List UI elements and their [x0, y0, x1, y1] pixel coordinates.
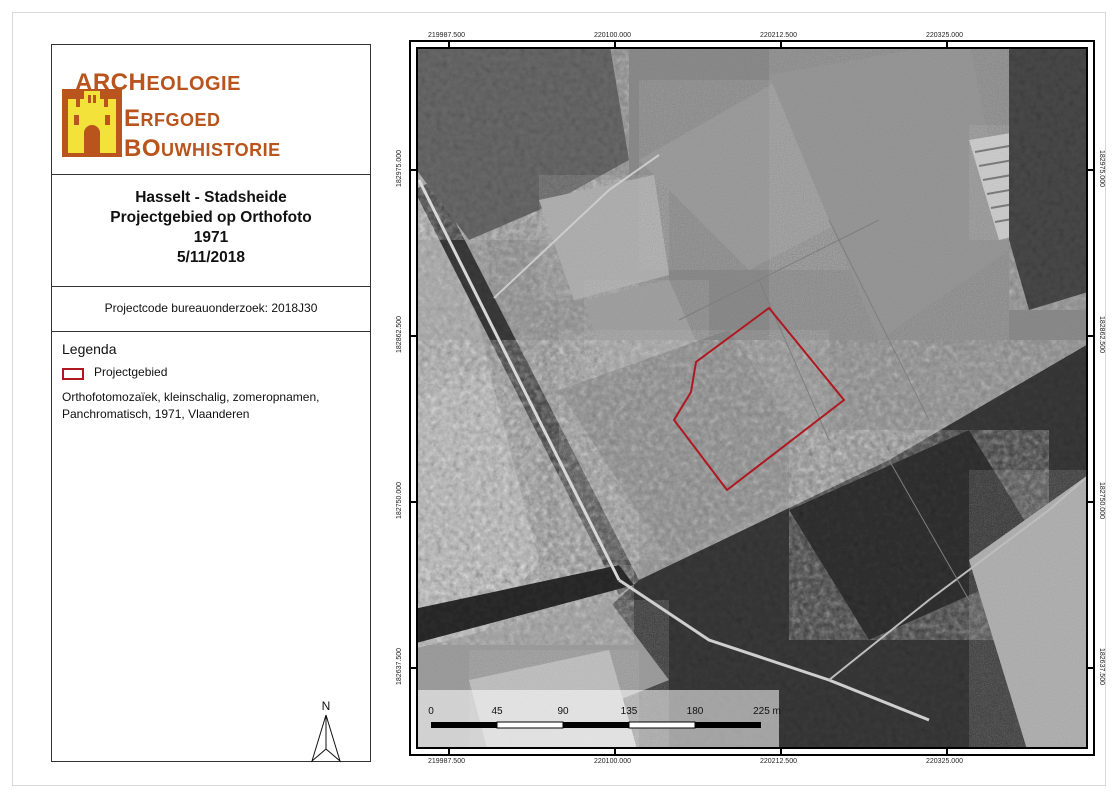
logo-section: ARCHEOLOGIE ERFGOED BOUWHISTORIE [52, 45, 370, 175]
road-track [493, 154, 660, 299]
coord-left-y3: 182750.000 [396, 482, 403, 519]
coord-left-y1: 182975.000 [396, 150, 403, 187]
map-area[interactable]: 0 45 90 135 180 225 m [409, 40, 1095, 756]
projectgebied-polygon [672, 306, 846, 492]
field-west-2 [417, 370, 539, 649]
coord-bottom-x4: 220325.000 [926, 758, 963, 765]
scalebar-label-45: 45 [491, 706, 503, 717]
project-code-section: Projectcode bureauonderzoek: 2018J30 [52, 286, 370, 332]
legend-swatch-projectgebied [62, 368, 84, 380]
coord-left-y4: 182637.500 [396, 648, 403, 685]
logo-line-archeologie: ARCHEOLOGIE [75, 69, 241, 96]
logo-line-erfgoed: ERFGOED [124, 105, 221, 132]
coord-bottom-x2: 220100.000 [594, 758, 631, 765]
coord-left-y2: 182862.500 [396, 316, 403, 353]
coord-right-y1: 182975.000 [1098, 150, 1105, 187]
scalebar-label-135: 135 [621, 706, 638, 717]
coord-top-x4: 220325.000 [926, 32, 963, 39]
coord-bottom-x3: 220212.500 [760, 758, 797, 765]
north-arrow-icon: N [311, 699, 341, 763]
coord-right-y2: 182862.500 [1098, 316, 1105, 353]
map-title-subject: Projectgebied op Orthofoto [110, 209, 312, 226]
coord-top-x1: 219987.500 [428, 32, 465, 39]
orthophoto-map: 0 45 90 135 180 225 m [409, 40, 1095, 756]
scalebar-label-180: 180 [687, 706, 704, 717]
project-code: Projectcode bureauonderzoek: 2018J30 [104, 301, 318, 315]
coord-top-x2: 220100.000 [594, 32, 631, 39]
scalebar: 0 45 90 135 180 225 m [417, 690, 781, 748]
village [417, 48, 629, 240]
road-lane [618, 578, 930, 722]
coord-right-y4: 182637.500 [1098, 648, 1105, 685]
logo-line-bouwhistorie: BOUWHISTORIE [124, 135, 281, 162]
tree-band-south [417, 565, 634, 643]
field-large-ne [769, 48, 1009, 340]
field-bright-1 [539, 175, 669, 300]
coord-right-y3: 182750.000 [1098, 482, 1105, 519]
scalebar-label-0: 0 [428, 706, 434, 717]
north-label: N [322, 699, 331, 713]
legend-item-projectgebied: Projectgebied [94, 365, 168, 379]
legend-basemap-description: Orthofotomozaïek, kleinschalig, zomeropn… [62, 390, 320, 421]
map-title-year: 1971 [193, 229, 229, 246]
woods-ne [1009, 48, 1087, 310]
legend-title: Legenda [62, 341, 117, 357]
coord-bottom-x1: 219987.500 [428, 758, 465, 765]
field-se [969, 475, 1087, 748]
scalebar-label-90: 90 [557, 706, 569, 717]
info-panel: ARCHEOLOGIE ERFGOED BOUWHISTORIE Hasselt… [51, 44, 371, 763]
road-east [828, 475, 1087, 681]
scalebar-label-225: 225 m [753, 706, 781, 717]
road-diagonal [417, 179, 621, 581]
title-section: Hasselt - Stadsheide Projectgebied op Or… [52, 174, 370, 287]
map-title-date: 5/11/2018 [176, 249, 246, 266]
coord-top-x3: 220212.500 [760, 32, 797, 39]
page-frame [12, 12, 1106, 786]
map-title-location: Hasselt - Stadsheide [135, 189, 287, 206]
castle-logo-icon [62, 89, 122, 157]
legend-section: Legenda Projectgebied Orthofotomozaïek, … [52, 331, 370, 763]
